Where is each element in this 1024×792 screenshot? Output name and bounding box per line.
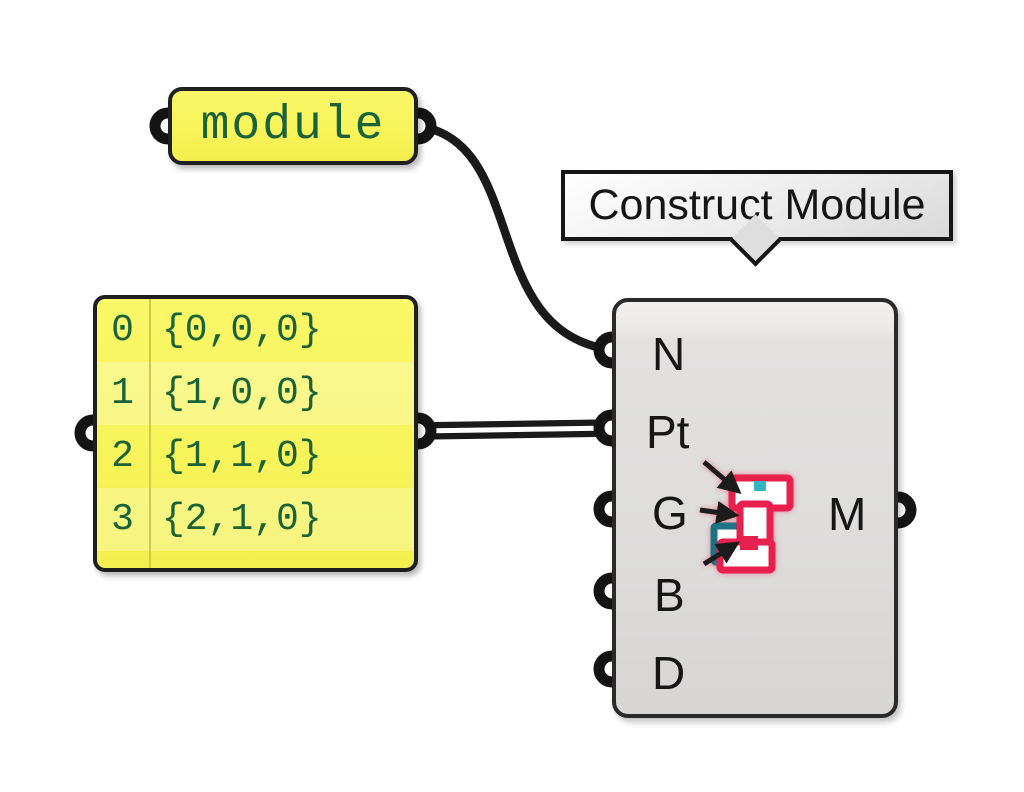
wire-module-to-n[interactable] <box>413 121 617 355</box>
input-label-b[interactable]: B <box>654 569 685 621</box>
index-column-separator <box>149 299 151 568</box>
row-index: 3 <box>111 498 134 541</box>
data-row: 2 {1,1,0} <box>97 425 414 488</box>
row-value: {2,1,0} <box>162 498 322 541</box>
data-row: 1 {1,0,0} <box>97 362 414 425</box>
wire-points-to-pt-core <box>415 425 615 434</box>
row-value: {1,1,0} <box>162 435 322 478</box>
data-row: 0 {0,0,0} <box>97 299 414 362</box>
input-label-n[interactable]: N <box>652 328 686 380</box>
module-text-panel[interactable]: module <box>168 87 418 165</box>
row-index: 1 <box>111 372 134 415</box>
row-value: {1,0,0} <box>162 372 322 415</box>
construct-module-component[interactable]: N Pt G B D M <box>612 298 898 718</box>
construct-module-icon <box>699 460 794 574</box>
module-panel-text: module <box>200 99 386 153</box>
output-label-m[interactable]: M <box>828 488 867 540</box>
row-index: 2 <box>111 435 134 478</box>
row-index: 0 <box>111 309 134 352</box>
row-value: {0,0,0} <box>162 309 322 352</box>
points-data-panel[interactable]: 0 {0,0,0} 1 {1,0,0} 2 {1,1,0} 3 {2,1,0} <box>93 295 418 572</box>
data-rows: 0 {0,0,0} 1 {1,0,0} 2 {1,1,0} 3 {2,1,0} <box>97 299 414 551</box>
input-label-d[interactable]: D <box>652 647 686 699</box>
input-label-g[interactable]: G <box>652 487 688 539</box>
data-row: 3 {2,1,0} <box>97 488 414 551</box>
component-tooltip: Construct Module <box>561 170 953 241</box>
input-label-pt[interactable]: Pt <box>646 406 690 458</box>
